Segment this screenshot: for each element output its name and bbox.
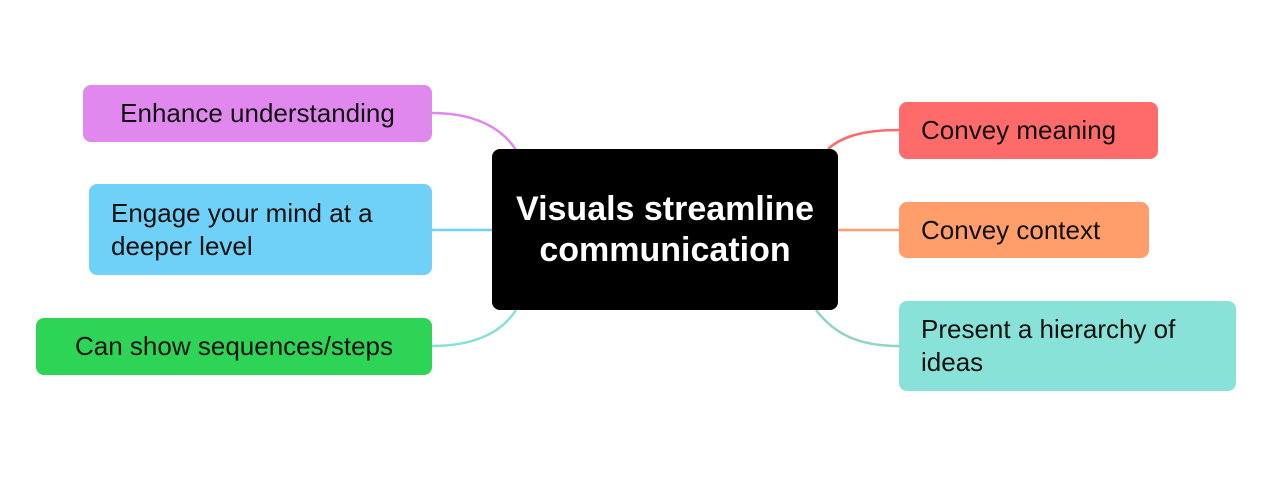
central-topic[interactable]: Visuals streamline communication: [492, 149, 838, 310]
branch-convey-context[interactable]: Convey context: [899, 202, 1149, 258]
central-topic-label: Visuals streamline communication: [516, 189, 814, 269]
branch-label: Enhance understanding: [120, 98, 395, 128]
branch-label: Present a hierarchy of ideas: [921, 314, 1176, 377]
branch-convey-meaning[interactable]: Convey meaning: [899, 102, 1158, 159]
branch-label: Convey meaning: [921, 115, 1117, 145]
branch-sequences-steps[interactable]: Can show sequences/steps: [36, 318, 432, 375]
connector-convey-meaning: [827, 128, 900, 150]
branch-label: Can show sequences/steps: [75, 331, 393, 361]
branch-enhance-understanding[interactable]: Enhance understanding: [83, 85, 432, 142]
connector-hierarchy: [815, 309, 900, 348]
branch-engage-mind[interactable]: Engage your mind at a deeper level: [89, 184, 432, 275]
branch-label: Engage your mind at a deeper level: [111, 197, 373, 261]
branch-label: Convey context: [921, 214, 1101, 245]
branch-hierarchy-of-ideas[interactable]: Present a hierarchy of ideas: [899, 301, 1236, 391]
connector-enhance-understanding: [431, 111, 518, 151]
connector-sequences-steps: [431, 309, 518, 348]
